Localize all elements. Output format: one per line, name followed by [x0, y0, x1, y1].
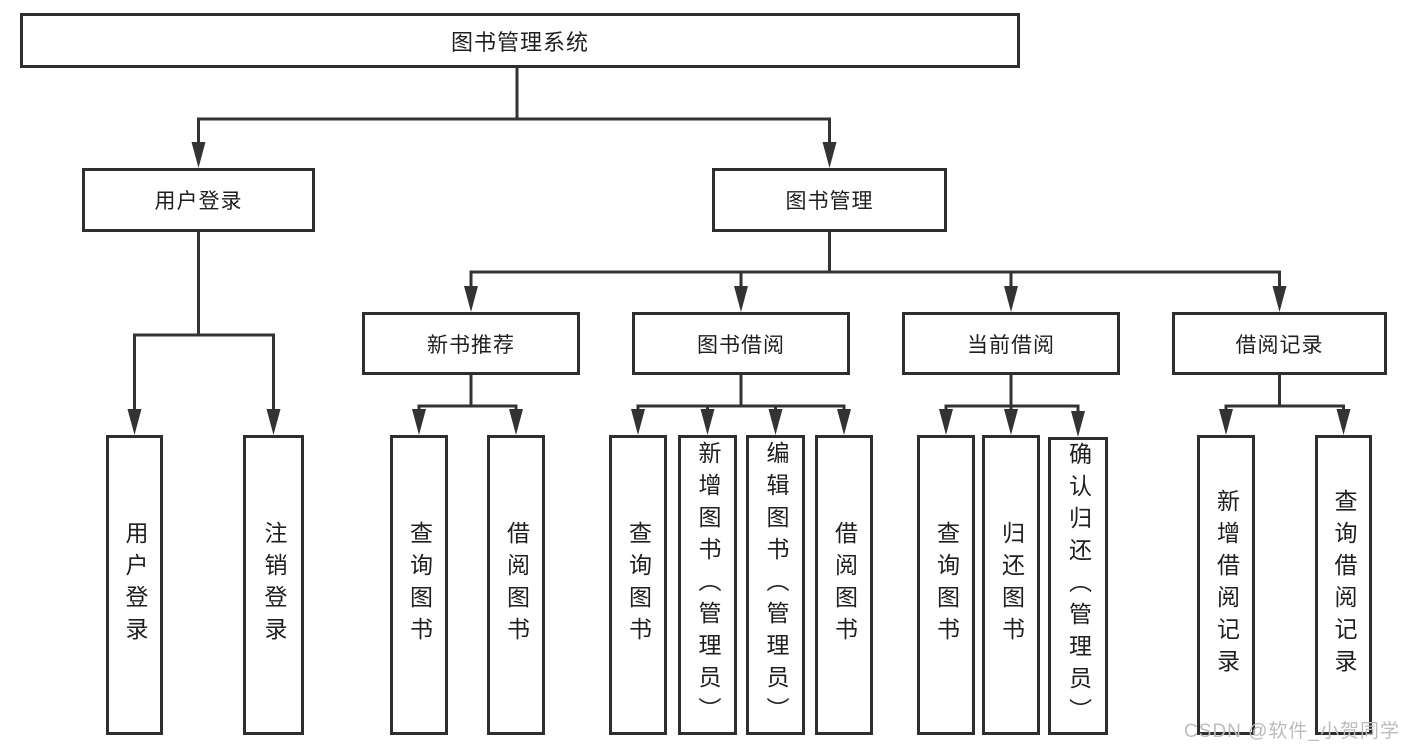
- node-label: 查询图书: [625, 521, 652, 649]
- leaf-query-borrow-record: 查询借阅记录: [1315, 435, 1372, 735]
- leaf-query-books-borrowing: 查询图书: [609, 435, 667, 735]
- connector-book-management-to-level3: [464, 232, 1287, 312]
- node-label: 注销登录: [261, 521, 287, 649]
- node-label: 用户登录: [154, 190, 243, 213]
- node-label: 新增图书（管理员）: [695, 441, 721, 729]
- connector-book-borrowing-to-leaves: [631, 375, 851, 435]
- node-label: 查询图书: [406, 521, 433, 649]
- node-label: 借阅图书: [503, 521, 530, 649]
- node-book-management: 图书管理: [712, 168, 947, 232]
- node-label: 用户登录: [122, 521, 148, 649]
- leaf-user-login: 用户登录: [106, 435, 163, 735]
- node-label: 借阅记录: [1235, 333, 1324, 357]
- node-label: 编辑图书（管理员）: [763, 441, 789, 729]
- leaf-query-books-current: 查询图书: [917, 435, 975, 735]
- node-borrowing-records: 借阅记录: [1172, 312, 1387, 375]
- node-library-management-system: 图书管理系统: [20, 13, 1020, 68]
- leaf-return-books: 归还图书: [982, 435, 1040, 735]
- leaf-add-borrow-record: 新增借阅记录: [1197, 435, 1255, 735]
- connector-new-book-recommendation-to-leaves: [412, 375, 523, 435]
- connector-root-to-level2: [191, 68, 837, 168]
- node-label: 新增借阅记录: [1213, 489, 1240, 681]
- connector-current-borrowing-to-leaves: [939, 375, 1085, 437]
- leaf-logout: 注销登录: [243, 435, 304, 735]
- leaf-edit-book-admin: 编辑图书（管理员）: [746, 435, 805, 735]
- node-user-login: 用户登录: [82, 168, 315, 232]
- node-label: 查询图书: [933, 521, 960, 649]
- connector-user-login-to-leaves: [127, 232, 281, 435]
- leaf-confirm-return-admin: 确认归还（管理员）: [1048, 437, 1108, 735]
- node-label: 确认归还（管理员）: [1065, 442, 1092, 730]
- node-label: 借阅图书: [831, 521, 858, 649]
- node-label: 图书管理: [785, 190, 874, 213]
- leaf-query-books-recommendation: 查询图书: [390, 435, 448, 735]
- leaf-borrow-books-recommendation: 借阅图书: [487, 435, 545, 735]
- connector-borrowing-records-to-leaves: [1219, 375, 1351, 435]
- node-current-borrowing: 当前借阅: [902, 312, 1120, 375]
- node-label: 当前借阅: [967, 333, 1055, 357]
- leaf-add-book-admin: 新增图书（管理员）: [678, 435, 737, 735]
- node-label: 查询借阅记录: [1331, 489, 1357, 681]
- leaf-borrow-books-borrowing: 借阅图书: [815, 435, 873, 735]
- node-new-book-recommendation: 新书推荐: [362, 312, 580, 375]
- node-book-borrowing: 图书借阅: [632, 312, 850, 375]
- node-label: 归还图书: [998, 521, 1025, 649]
- node-label: 新书推荐: [427, 333, 515, 357]
- node-label: 图书借阅: [697, 333, 785, 357]
- node-label: 图书管理系统: [450, 29, 589, 55]
- watermark: CSDN @软件_小贺同学: [1184, 721, 1400, 742]
